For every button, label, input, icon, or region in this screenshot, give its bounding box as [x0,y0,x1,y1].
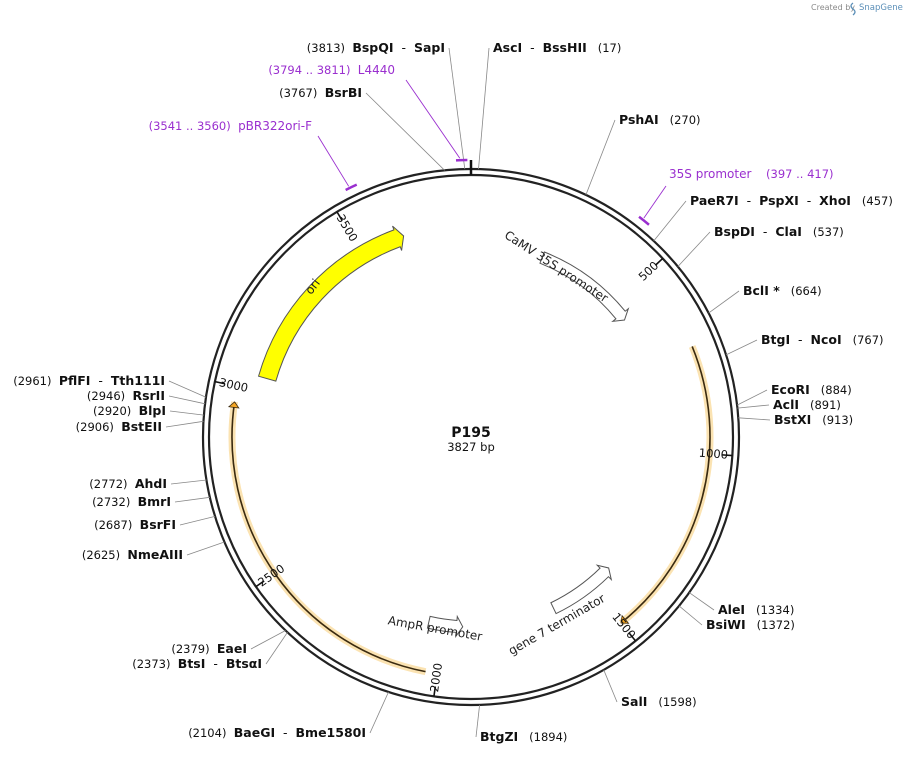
orf-arrowhead-2 [227,401,240,409]
feature-gene-7-terminator [550,564,613,615]
site-leader-blpi [169,410,204,416]
plasmid-name: P195 [451,425,490,441]
site-label-bsrbi: (3767) BsrBI [279,85,362,100]
site-leader-btsi [265,632,288,665]
primer-mark-pbr322ori-f [345,183,358,192]
tick-label-3500: 3500 [334,212,361,244]
site-label-blpi: (2920) BlpI [93,403,166,418]
site-label-bspdi: BspDI - ClaI (537) [714,224,844,239]
site-leader-paer7i [653,200,687,242]
site-leader-bsteii [165,420,204,428]
tick-mark-500 [654,257,664,266]
feature-ampr-promoter [426,614,464,639]
site-leader-bsrfi [179,516,216,526]
site-leader-bsrbi [365,92,445,171]
site-label-acli: AclI (891) [773,397,841,412]
site-label-baegi: (2104) BaeGI - Bme1580I [188,725,366,740]
site-label-ahdi: (2772) AhdI [89,476,167,491]
tick-mark-2000 [433,686,437,697]
site-leader-bspdi [677,231,711,267]
site-label-btgzi: BtgZI (1894) [480,729,567,744]
tick-label-1000: 1000 [698,446,728,462]
site-leader-ahdi [170,479,207,485]
tick-mark-3500 [336,211,343,221]
snapgene-credit-brand: SnapGene [859,3,903,13]
site-label-bstxi: BstXI (913) [774,412,853,427]
tick-mark-3000 [214,380,225,385]
tick-mark-2500 [255,580,265,588]
site-label-pshai: PshAI (270) [619,112,701,127]
credit-prefix: Created by [811,3,855,12]
site-label-bsteii: (2906) BstEII [76,419,162,434]
feature-ori [257,225,405,382]
site-label-bmri: (2732) BmrI [92,494,171,509]
primer-label-35s-promoter: 35S promoter (397 .. 417) [669,167,834,181]
site-leader-btgi [725,339,758,356]
site-leader-sali [603,669,618,703]
primer-label-pbr322ori-f: (3541 .. 3560) pBR322ori-F [149,119,312,133]
site-label-ecori: EcoRI (884) [771,382,852,397]
primer-mark-35s-promoter [638,215,650,226]
feature-label-camv-35s-promoter: CaMV 35S promoter [502,228,611,305]
site-leader-pshai [585,119,616,196]
site-leader-btgzi [475,704,480,738]
site-label-bsiwi: BsiWI (1372) [706,617,795,632]
site-label-alei: AleI (1334) [718,602,794,617]
tick-label-2000: 2000 [427,662,445,693]
tick-mark-1500 [628,632,637,642]
feature-camv-35s-promoter [539,251,630,323]
primer-leader-pbr322ori-f [317,135,350,187]
tick-label-500: 500 [636,258,662,283]
backbone-layer [201,160,741,707]
site-leader-eaei [250,630,286,650]
site-leader-bspqi [448,47,466,170]
orf-line-2 [231,401,426,673]
orf-layer [227,345,714,676]
site-label-sali: SalI (1598) [621,694,697,709]
site-leader-bsiwi [678,605,703,626]
site-leader-bcli [708,290,740,314]
site-leader-rsrii [168,395,206,405]
plasmid-length: 3827 bp [447,440,495,454]
tick-label-3000: 3000 [218,375,250,395]
primer-layer: (3794 .. 3811) L4440 (3541 .. 3560) pBR32… [149,63,834,226]
site-label-eaei: (2379) EaeI [171,641,247,656]
site-leader-bstxi [738,417,771,421]
site-leader-ecori [736,389,768,406]
site-leader-pflfi [168,380,207,398]
site-layer: (3813) BspQI - SapI AscI - BssHII (17) (37… [13,40,893,744]
site-leader-nmeaiii [186,541,225,556]
site-label-bsrfi: (2687) BsrFI [94,517,176,532]
site-label-asci: AscI - BssHII (17) [493,40,621,55]
site-label-nmeaiii: (2625) NmeAIII [82,547,183,562]
tick-mark-1000 [722,454,733,457]
site-label-paer7i: PaeR7I - PspXI - XhoI (457) [690,193,893,208]
site-leader-alei [688,592,715,611]
site-leader-acli [737,404,770,409]
site-label-bspqi: (3813) BspQI - SapI [307,40,445,55]
primer-label-l4440: (3794 .. 3811) L4440 [268,63,395,77]
primer-leader-35s-promoter [643,185,667,219]
site-label-btsi: (2373) BtsI - BtsαI [132,656,262,671]
orf-highlight-2 [228,401,427,676]
site-leader-asci [478,47,490,170]
site-leader-bmri [174,496,210,503]
site-label-pflfi: (2961) PflFI - Tth111I [13,373,165,388]
site-label-bcli: BclI * (664) [743,283,822,298]
snapgene-logo-icon [850,2,856,16]
site-leader-baegi [369,691,389,734]
primer-leader-l4440 [405,79,461,159]
orf-arrowhead-1 [620,614,630,624]
site-label-btgi: BtgI - NcoI (767) [761,332,884,347]
site-label-rsrii: (2946) RsrII [87,388,165,403]
orf-line-1 [620,346,711,624]
